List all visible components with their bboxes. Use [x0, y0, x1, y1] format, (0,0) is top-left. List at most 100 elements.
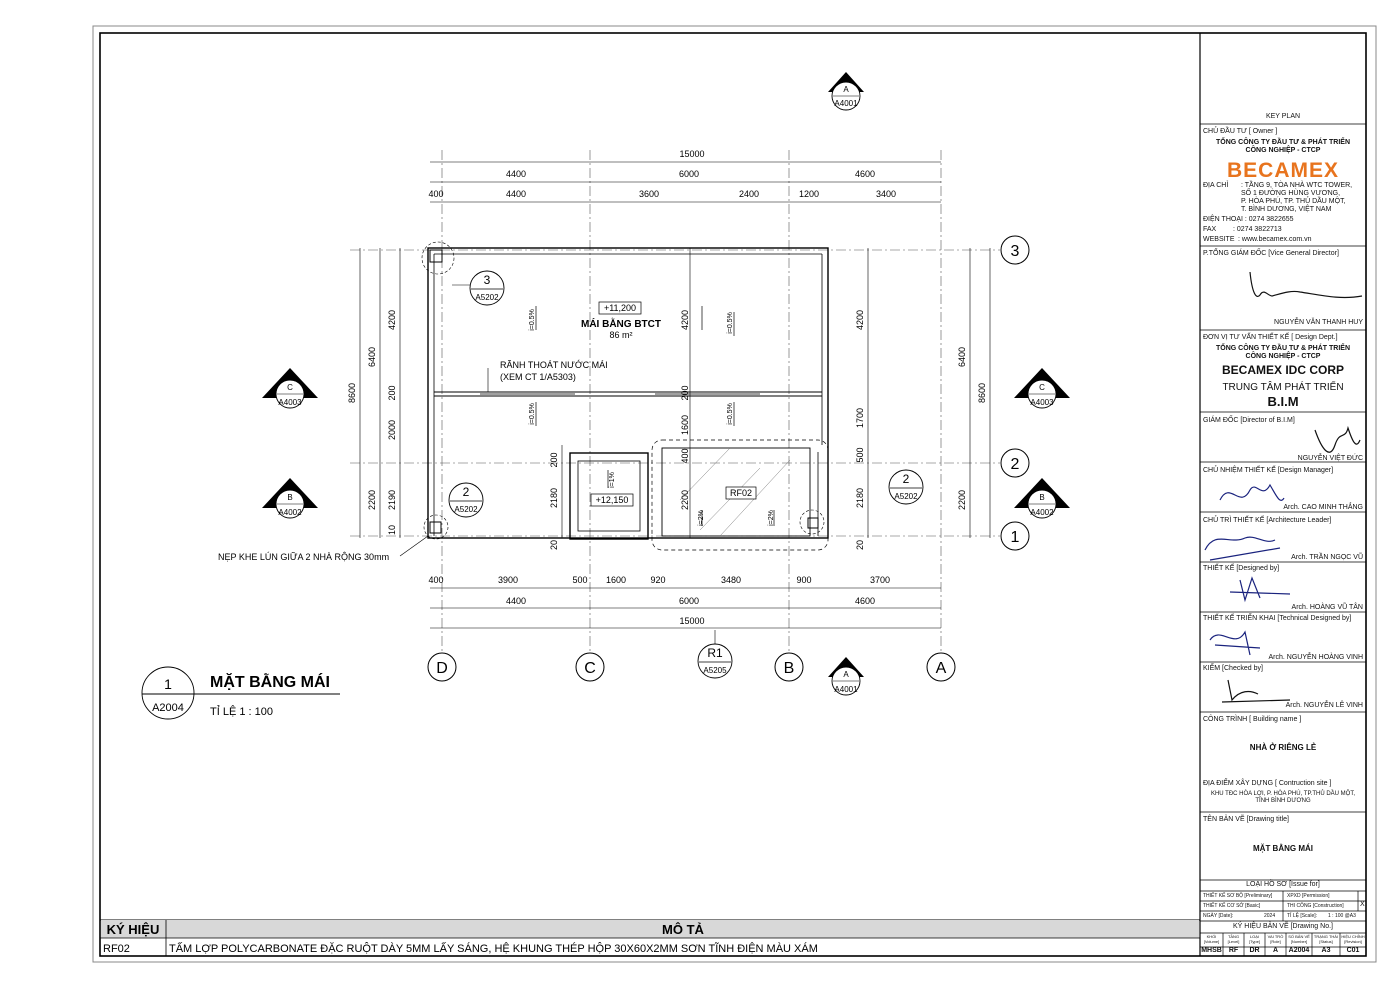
signature-designed	[1229, 576, 1291, 603]
svg-text:3: 3	[484, 273, 491, 287]
dim-top-2e: 1200	[799, 189, 819, 199]
owner-name-1: TỔNG CÔNG TY ĐẦU TƯ & PHÁT TRIỂN	[1215, 139, 1350, 146]
dim-top-1c: 4600	[855, 169, 875, 179]
slope-2: i=0.5%	[529, 403, 536, 425]
owner-label: CHỦ ĐẦU TƯ [ Owner ]	[1203, 128, 1278, 135]
dim-right-in-3: 500	[855, 447, 865, 462]
svg-text:1: 1	[1011, 529, 1020, 546]
dim-left-in-1: 4200	[387, 310, 397, 330]
grid-bubble-b: B	[774, 652, 804, 682]
dim-bot-1c: 500	[572, 575, 587, 585]
issue-construction-check: X	[1360, 901, 1365, 908]
signature-tech	[1209, 630, 1261, 656]
leader-name: Arch. TRẦN NGỌC VŨ	[1291, 554, 1363, 561]
code-header-type: LOẠI [Type]	[1249, 934, 1260, 944]
dim-right-overall: 8600	[977, 383, 987, 403]
svg-text:A5202: A5202	[894, 492, 918, 501]
scale-label: TỈ LỆ [Scale]:	[1287, 913, 1318, 919]
svg-text:A4001: A4001	[834, 685, 858, 694]
slope-1: i=0.5%	[529, 309, 536, 331]
design-corp: BECAMEX IDC CORP	[1221, 363, 1344, 377]
scale: 1 : 100 @A3	[1328, 913, 1356, 919]
title-label: TÊN BẢN VẼ [Drawing title]	[1203, 816, 1289, 823]
dim-int-4: 400	[680, 448, 690, 463]
svg-text:A4003: A4003	[1030, 398, 1054, 407]
svg-text:2: 2	[1011, 456, 1020, 473]
grid-bubble-a: A	[926, 652, 956, 682]
bim-line: TRUNG TÂM PHÁT TRIỂN	[1222, 382, 1344, 393]
dim-bot-1g: 900	[796, 575, 811, 585]
slope-labels: i=0.5% i=0.5% i=0.5% i=0.5% i=1% i=2% i=…	[529, 309, 775, 526]
dim-bot-1f: 3480	[721, 575, 741, 585]
design-label: ĐƠN VỊ TƯ VẤN THIẾT KẾ [ Design Dept.]	[1203, 334, 1338, 341]
address-3: P. HÒA PHÚ, TP. THỦ DẦU MỘT,	[1241, 198, 1346, 205]
signature-director	[1314, 425, 1361, 453]
plan-number: 1	[164, 676, 172, 692]
fax-label: FAX	[1203, 226, 1217, 233]
dim-right-in-5: 20	[855, 540, 865, 550]
plan-scale: TỈ LỆ 1 : 100	[210, 705, 273, 718]
code-header-level: TẦNG [Level]	[1227, 934, 1240, 944]
tech-name: Arch. NGUYỄN HOÀNG VINH	[1268, 654, 1363, 661]
code-role: A	[1272, 947, 1279, 954]
grid-bubble-3: 3	[1000, 235, 1030, 265]
signature-vgd	[1249, 271, 1363, 299]
date-label: NGÀY [Date]:	[1203, 913, 1234, 919]
legend-col-desc: MÔ TẢ	[662, 922, 704, 937]
legend-table: KÝ HIỆU MÔ TẢ RF02 TẤM LỢP POLYCARBONATE…	[99, 919, 1201, 957]
vgd-label: P.TỔNG GIÁM ĐỐC [Vice General Director]	[1203, 250, 1339, 257]
title-name: MẶT BẰNG MÁI	[1253, 844, 1313, 853]
section-mark-c-left: C A4003	[262, 368, 318, 409]
drawing-no-label: KÝ HIỆU BẢN VẼ [Drawing No.]	[1233, 923, 1333, 930]
dim-bot-2c: 4600	[855, 596, 875, 606]
dim-top-1a: 4400	[506, 169, 526, 179]
issue-basic: THIẾT KẾ CƠ SỞ [Basic]	[1203, 903, 1261, 909]
director-name: NGUYỄN VIỆT ĐỨC	[1297, 455, 1363, 462]
signature-manager	[1219, 483, 1285, 501]
design-owner-2: CÔNG NGHIỆP - CTCP	[1245, 353, 1321, 360]
stair-level: +12,150	[596, 495, 629, 505]
svg-text:BECAMEX: BECAMEX	[1227, 159, 1339, 182]
dim-bot-1d: 1600	[606, 575, 626, 585]
section-mark-c-right: C A4003	[1014, 368, 1070, 409]
dim-top-2d: 2400	[739, 189, 759, 199]
designed-name: Arch. HOÀNG VŨ TÂN	[1291, 604, 1363, 611]
web-label: WEBSITE	[1203, 236, 1235, 243]
grid-bubble-c: C	[575, 652, 605, 682]
slope-stair: i=1%	[609, 472, 616, 488]
svg-text:C: C	[1039, 383, 1045, 392]
checked-label: KIỂM [Checked by]	[1203, 665, 1263, 672]
svg-text:2: 2	[903, 472, 910, 486]
roof-name: MÁI BẰNG BTCT	[581, 317, 661, 330]
dim-top-2b: 4400	[506, 189, 526, 199]
gutter-note-1: RÃNH THOÁT NƯỚC MÁI	[500, 360, 608, 370]
address-label: ĐỊA CHỈ	[1203, 182, 1229, 189]
grid-bubble-2: 2	[1000, 448, 1030, 478]
dim-bot-1a: 400	[428, 575, 443, 585]
manager-name: Arch. CAO MINH THẮNG	[1283, 504, 1363, 511]
svg-text:A4002: A4002	[1030, 508, 1054, 517]
dim-right-mid-1: 6400	[957, 347, 967, 367]
svg-text:A4001: A4001	[834, 99, 858, 108]
legend-col-code: KÝ HIỆU	[107, 922, 160, 937]
signature-leader	[1204, 536, 1281, 561]
dim-int-3: 1600	[680, 415, 690, 435]
dim-top-2c: 3600	[639, 189, 659, 199]
svg-text:C: C	[584, 660, 596, 677]
grid-bubble-d: D	[427, 652, 457, 682]
dim-left-mid-1: 6400	[367, 347, 377, 367]
svg-text:A4002: A4002	[278, 508, 302, 517]
dim-int-8: 20	[549, 540, 559, 550]
svg-text:A5202: A5202	[475, 293, 499, 302]
issue-permission: XPXD [Permission]	[1287, 893, 1330, 899]
dim-top-1b: 6000	[679, 169, 699, 179]
svg-text:A5205: A5205	[703, 666, 727, 675]
svg-text:A: A	[936, 660, 947, 677]
dim-int-2: 200	[680, 385, 690, 400]
code-status: A3	[1321, 947, 1331, 954]
section-mark-a-bottom: A A4001	[828, 657, 864, 696]
dim-bot-overall: 15000	[679, 616, 704, 626]
signatures	[1204, 271, 1363, 703]
dim-bot-2a: 4400	[506, 596, 526, 606]
